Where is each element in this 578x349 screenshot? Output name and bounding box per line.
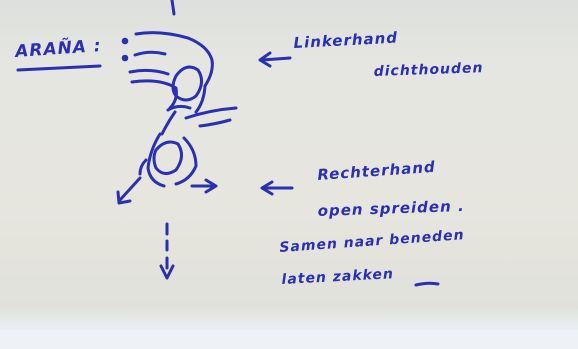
note-3-underline <box>416 283 438 285</box>
title-colon-top <box>123 39 127 43</box>
board-edge-shadow <box>0 330 578 349</box>
top-pen-mark <box>172 0 174 14</box>
title-colon-bottom <box>123 56 127 60</box>
